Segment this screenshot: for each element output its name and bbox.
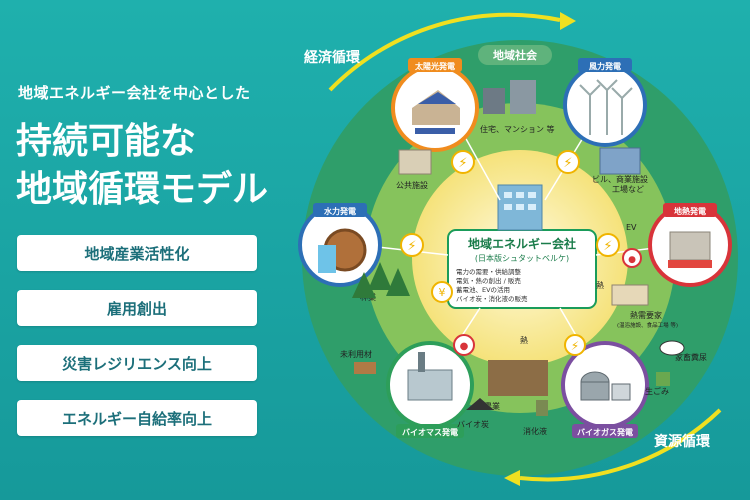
window-icon [528,192,536,198]
farm-field-icon [488,360,548,396]
biochar-pile-icon [466,398,494,410]
chimney-icon [418,352,425,372]
center-service-2: 電気・熱の創出 / 販売 [456,276,521,285]
resource-arrow-head [504,470,520,486]
apartment-icon [510,80,536,114]
public-facility-label: 公共施設 [396,180,428,190]
digestate-label: 消化液 [523,426,547,436]
economic-cycle-arrow [328,12,561,92]
flame-icon: ● [460,341,469,352]
hydro-label: 水力発電 [323,206,356,216]
window-icon [504,192,512,198]
housing-label: 住宅、マンション 等 [480,124,555,134]
window-icon [504,204,512,210]
lead-text: 地域エネルギー会社を中心とした [18,84,251,102]
heat-label-1: 熱 [596,280,604,290]
flame-icon: ● [628,255,636,265]
resource-cycle-arrow [519,408,722,482]
biochar-label: バイオ炭 [457,420,489,429]
resource-cycle-label: 資源循環 [654,433,711,450]
geothermal-label: 地熱発電 [674,206,706,216]
food-waste-label: 生ごみ [645,386,669,396]
title-line-2: 地域循環モデル [16,169,269,210]
public-building-icon [398,149,432,175]
biomass-plant-icon [407,369,453,401]
wind-turbine-icon [579,79,633,135]
svg-text:⚡: ⚡ [563,156,572,171]
hydro-node: 水力発電 [298,203,382,287]
center-title: 地域エネルギー会社 [468,236,576,251]
svg-text:⚡: ⚡ [603,239,612,254]
digestate-tank-icon [536,400,548,416]
window-icon [528,204,536,210]
wind-node: 風力発電 [563,58,647,147]
office-building-icon [599,147,641,175]
timber-icon [354,362,376,374]
bathhouse-icon [611,284,649,306]
forest-icon [352,262,410,298]
geothermal-node: 地熱発電 [648,203,732,287]
water-icon [318,245,336,273]
benefit-regional-industry: 地域産業活性化 [17,235,257,271]
solar-panel-icon [418,92,456,104]
page-title: 持続可能な 地域循環モデル [16,118,268,214]
biogas-node: バイオガス発電 [561,341,649,438]
economic-cycle-label: 経済循環 [304,49,361,66]
benefit-self-sufficiency: エネルギー自給率向上 [17,400,257,436]
yen-icon: ¥ [439,286,446,299]
agriculture-label: 農業 [484,401,500,411]
benefit-resilience: 災害レジリエンス向上 [17,345,257,381]
center-service-1: 電力の需要・供給調整 [456,267,522,276]
apartment-icon [483,88,505,114]
title-line-1: 持続可能な [16,121,197,162]
svg-text:⚡: ⚡ [571,339,579,353]
digester-tank-icon [580,381,610,401]
building-icon [611,383,631,401]
heat-label-2: 熱 [520,335,528,345]
unused-timber-label: 未利用材 [340,349,372,359]
flow-markers: ⚡ ⚡ ⚡ ⚡ ¥ ● ⚡ ● [400,150,642,356]
biomass-label: バイオマス発電 [402,427,458,437]
magma-icon [668,260,712,268]
heat-demand-note: (温浴施設、食品工場 等) [617,321,678,329]
center-subtitle: (日本版シュタットベルケ) [475,253,569,263]
solar-panel-icon [415,128,455,134]
window-icon [516,204,524,210]
wind-label: 風力発電 [589,61,621,71]
community-badge [478,45,552,65]
community-label: 地域社会 [493,48,538,62]
biogas-label: バイオガス発電 [577,427,633,437]
svg-text:⚡: ⚡ [458,156,467,171]
cow-icon [659,340,685,356]
solar-label: 太陽光発電 [414,61,455,71]
buildings-label: ビル、商業施設 [592,174,648,184]
benefit-employment: 雇用創出 [17,290,257,326]
biomass-node: バイオマス発電 [386,341,474,438]
compost-bin-icon [656,372,670,386]
manure-label: 家畜糞尿 [675,352,707,362]
center-service-3: 蓄電池、EVの活用 [456,285,510,294]
solar-node: 太陽光発電 [391,58,479,152]
heat-demand-label: 熱需要家 [630,310,662,320]
factory-label: 工場など [612,184,644,194]
geothermal-plant-icon [669,231,711,261]
ev-label: EV [626,223,637,232]
center-service-4: バイオ炭・消化液の販売 [456,294,528,303]
window-icon [516,192,524,198]
svg-text:⚡: ⚡ [407,239,416,254]
economic-arrow-head [560,12,576,30]
